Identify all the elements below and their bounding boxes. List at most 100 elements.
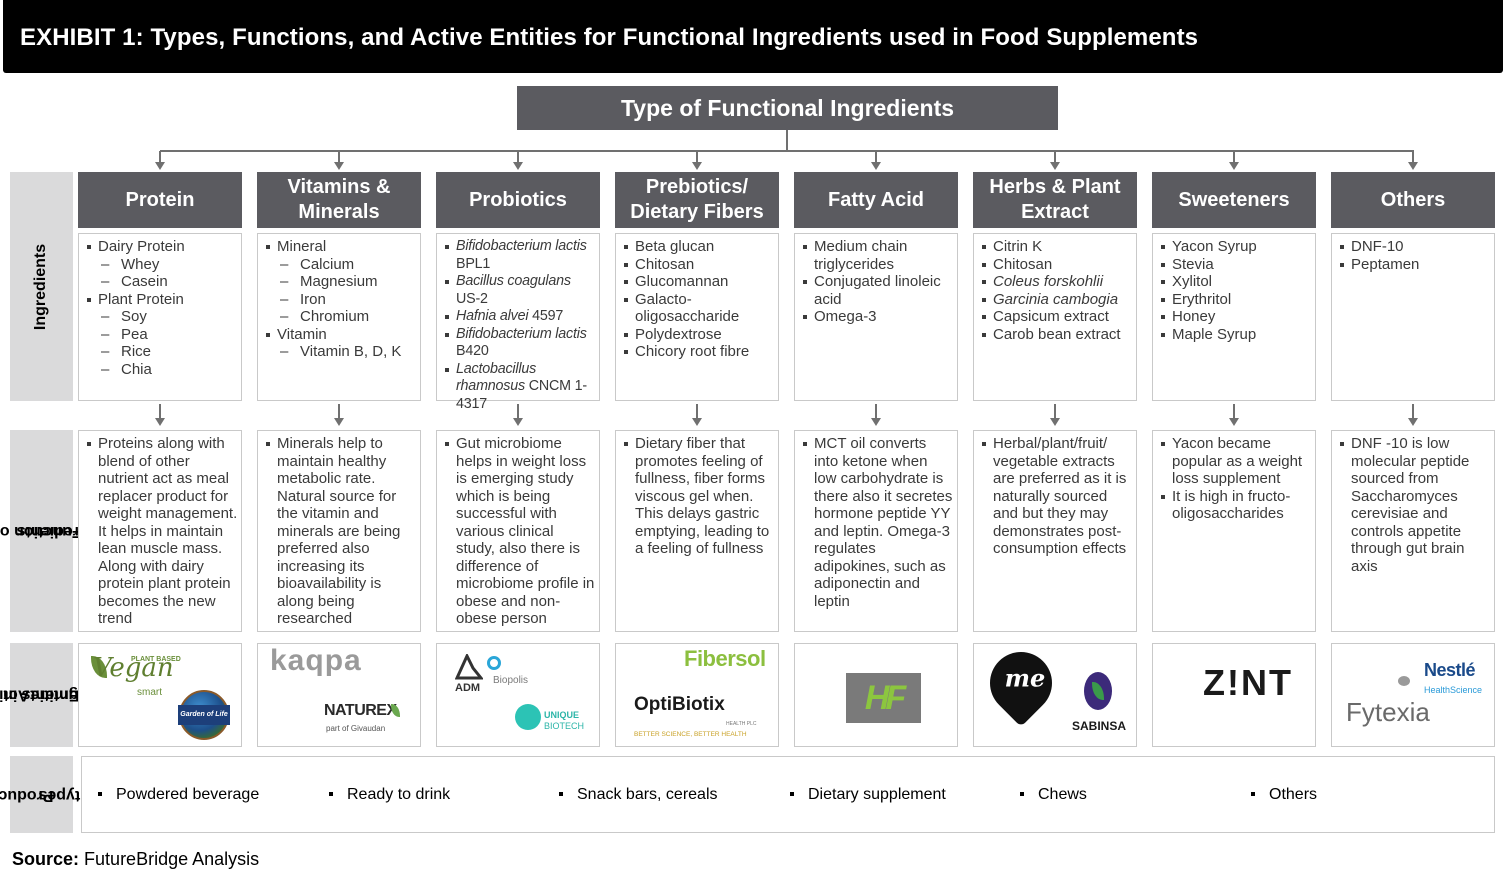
header-fatty-acid: Fatty Acid <box>794 172 958 228</box>
list-item: Omega-3 <box>795 308 954 326</box>
garden-of-life-logo: Garden of Life <box>178 690 230 740</box>
list-item: Beta glucan <box>616 238 775 256</box>
product-type-item: Dietary supplement <box>790 786 946 803</box>
exhibit-title: EXHIBIT 1: Types, Functions, and Active … <box>20 24 1199 51</box>
list-item: Pea <box>79 326 238 344</box>
unique-biotech-logo-sub: BIOTECH <box>544 721 585 731</box>
list-item: Conjugated linoleic acid <box>795 273 954 308</box>
list-item: Rice <box>79 343 238 361</box>
sabinsa-logo: SABINSA <box>1072 719 1127 733</box>
biopolis-logo: Biopolis <box>493 675 529 686</box>
entities-prebiotics: Fibersol OptiBiotix HEALTH PLC BETTER SC… <box>615 643 779 747</box>
list-item: Glucomannan <box>616 273 775 291</box>
source-text: FutureBridge Analysis <box>84 849 260 869</box>
entities-fatty-acid: HF <box>794 643 958 747</box>
list-item: Garcinia cambogia <box>974 291 1133 309</box>
list-item: Coleus forskohlii <box>974 273 1133 291</box>
entities-sweeteners: Z!NT <box>1152 643 1316 747</box>
list-item: Galacto-oligosaccharide <box>616 291 775 326</box>
list-item: Lactobacillus rhamnosus CNCM 1-4317 <box>437 361 596 414</box>
list-item: Chitosan <box>616 256 775 274</box>
ingredients-vitamins-minerals: Mineral Calcium Magnesium Iron Chromium … <box>257 233 421 401</box>
function-others: DNF -10 is low molecular peptide sourced… <box>1331 430 1495 632</box>
list-item: It is high in fructo-oligosaccharides <box>1153 488 1312 523</box>
naturex-logo-tagline: part of Givaudan <box>326 724 386 733</box>
header-probiotics: Probiotics <box>436 172 600 228</box>
fibersol-logo: Fibersol <box>684 646 766 671</box>
optibiotix-logo: OptiBiotix <box>634 694 725 715</box>
list-item: Stevia <box>1153 256 1312 274</box>
list-item: Magnesium <box>258 273 417 291</box>
optibiotix-logo-plc: HEALTH PLC <box>726 721 757 727</box>
list-item: Bacillus coagulans US-2 <box>437 273 596 308</box>
function-probiotics: Gut microbiome helps in weight loss is e… <box>436 430 600 632</box>
naturex-logo: NATUREX <box>324 702 397 719</box>
header-sweeteners: Sweeteners <box>1152 172 1316 228</box>
vegan-smart-logo: Vegan <box>93 653 174 683</box>
list-item: Dairy Protein <box>79 238 238 256</box>
header-herbs-plant-extract: Herbs & Plant Extract <box>973 172 1137 228</box>
list-item: Capsicum extract <box>974 308 1133 326</box>
list-item: Honey <box>1153 308 1312 326</box>
list-item: Iron <box>258 291 417 309</box>
adm-logo: ADM <box>455 682 481 694</box>
list-item: Chitosan <box>974 256 1133 274</box>
me-heart-logo: me <box>977 644 1065 727</box>
product-type-item: Powdered beverage <box>97 786 260 803</box>
list-item: MCT oil converts into ketone when low ca… <box>795 435 954 610</box>
list-item: Minerals help to maintain healthy metabo… <box>258 435 417 628</box>
row-label-ingredients: Ingredients <box>10 172 73 401</box>
nestle-logo: Nestlé <box>1424 660 1476 680</box>
entities-probiotics: ADM Biopolis UNIQUE BIOTECH <box>436 643 600 747</box>
biopolis-icon <box>487 656 501 670</box>
header-vitamins-minerals: Vitamins & Minerals <box>257 172 421 228</box>
list-item: Hafnia alvei 4597 <box>437 308 596 326</box>
nestle-nest-icon <box>1398 676 1410 686</box>
list-item: Xylitol <box>1153 273 1312 291</box>
product-type-item: Snack bars, cereals <box>559 786 718 803</box>
function-vitamins-minerals: Minerals help to maintain healthy metabo… <box>257 430 421 632</box>
vegan-smart-logo-tagline: PLANT BASED <box>131 656 181 663</box>
list-item: Maple Syrup <box>1153 326 1312 344</box>
list-item: Plant Protein <box>79 291 238 309</box>
list-item: DNF-10 <box>1332 238 1491 256</box>
ingredients-sweeteners: Yacon Syrup Stevia Xylitol Erythritol Ho… <box>1152 233 1316 401</box>
kaqpa-logo: kaqpa <box>270 644 362 677</box>
ingredients-herbs: Citrin K Chitosan Coleus forskohlii Garc… <box>973 233 1137 401</box>
naturex-leaf-icon <box>391 704 400 717</box>
unique-biotech-icon <box>515 704 541 730</box>
zint-logo: Z!NT <box>1203 662 1293 703</box>
product-type-item: Ready to drink <box>328 786 451 803</box>
list-item: Yacon became popular as a weight loss su… <box>1153 435 1312 488</box>
ingredients-probiotics: Bifidobacterium lactis BPL1 Bacillus coa… <box>436 233 600 412</box>
nestle-logo-sub: HealthScience <box>1424 685 1483 695</box>
list-item: Citrin K <box>974 238 1133 256</box>
source-label: Source: <box>12 849 80 869</box>
optibiotix-logo-tagline: BETTER SCIENCE, BETTER HEALTH <box>634 731 747 738</box>
adm-logo-icon <box>455 654 483 680</box>
ingredients-fatty-acid: Medium chain triglycerides Conjugated li… <box>794 233 958 401</box>
entities-others: Nestlé HealthScience Fytexia <box>1331 643 1495 747</box>
fytexia-logo: Fytexia <box>1346 697 1430 727</box>
entities-vitamins-minerals: kaqpa NATUREX part of Givaudan <box>257 643 421 747</box>
function-herbs: Herbal/plant/fruit/ vegetable extracts a… <box>973 430 1137 632</box>
row-label-function: Function of theIngredients <box>0 430 103 632</box>
product-type-item: Others <box>1250 786 1318 803</box>
header-protein: Protein <box>78 172 242 228</box>
list-item: Calcium <box>258 256 417 274</box>
list-item: Gut microbiome helps in weight loss is e… <box>437 435 596 628</box>
exhibit-title-bar: EXHIBIT 1: Types, Functions, and Active … <box>3 0 1503 73</box>
list-item: Herbal/plant/fruit/ vegetable extracts a… <box>974 435 1133 558</box>
row-label-products: Producttypes <box>0 756 80 833</box>
list-item: Mineral <box>258 238 417 256</box>
product-types-box <box>81 756 1495 833</box>
list-item: Chicory root fibre <box>616 343 775 361</box>
function-fatty-acid: MCT oil converts into ketone when low ca… <box>794 430 958 632</box>
list-item: Yacon Syrup <box>1153 238 1312 256</box>
root-node: Type of Functional Ingredients <box>517 86 1058 130</box>
sabinsa-inner-icon <box>1092 682 1104 700</box>
product-type-item: Chews <box>1020 786 1087 803</box>
list-item: Chromium <box>258 308 417 326</box>
